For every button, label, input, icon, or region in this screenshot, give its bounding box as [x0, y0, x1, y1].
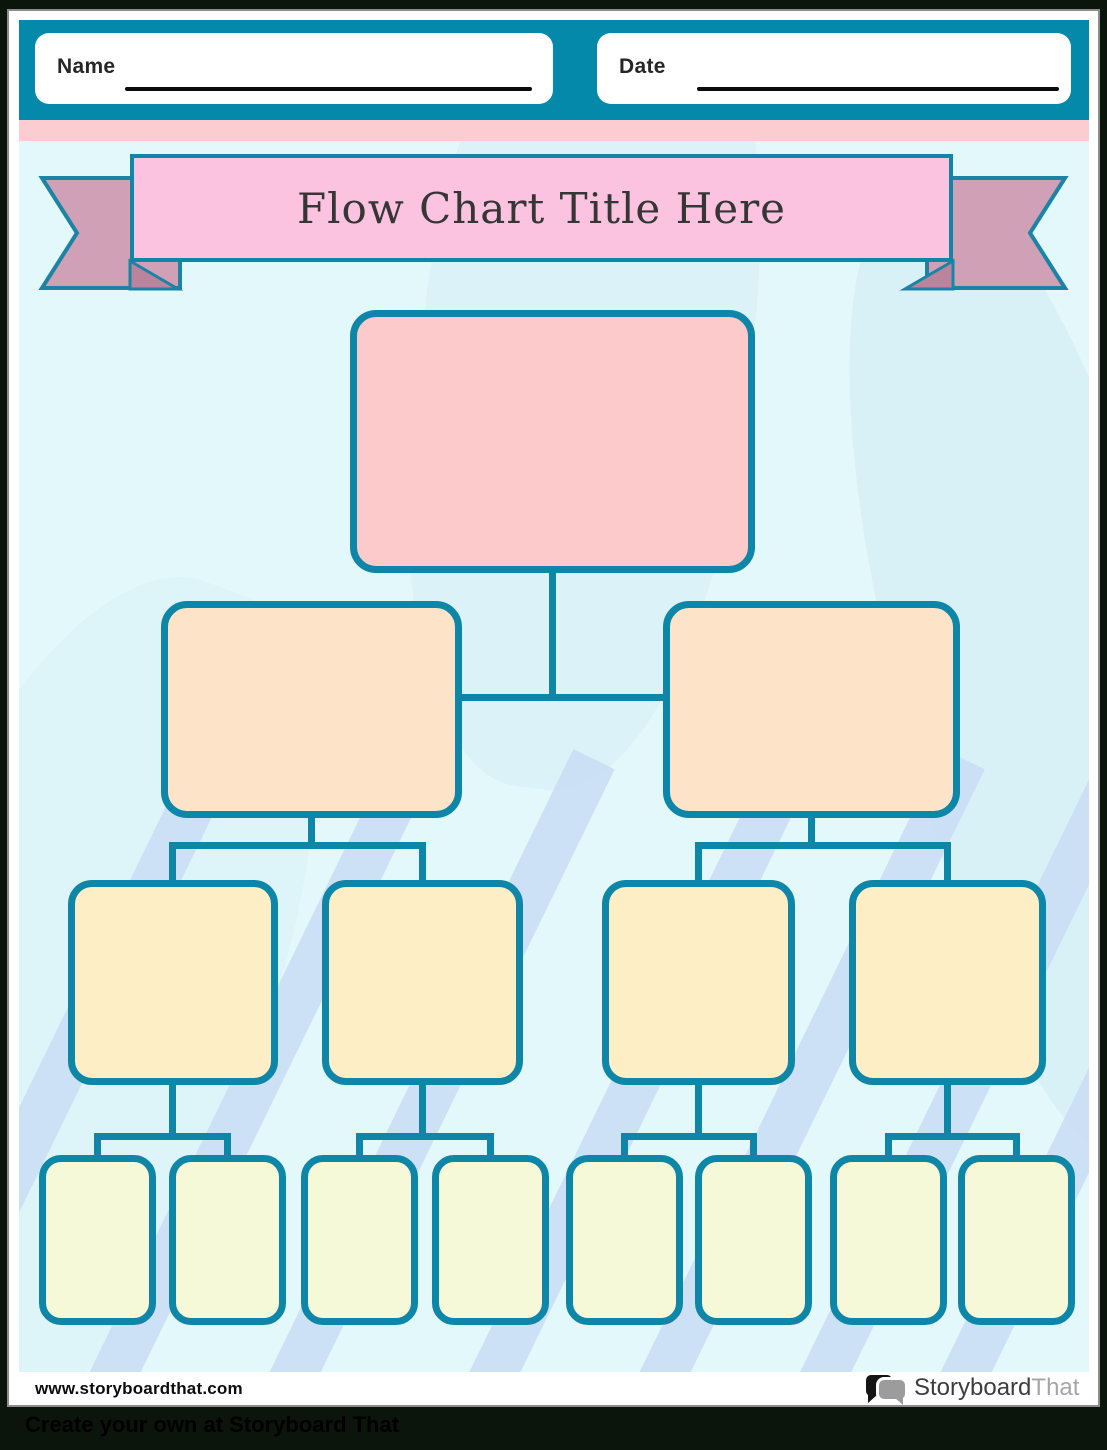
- page-footer: www.storyboardthat.com StoryboardThat: [19, 1372, 1089, 1405]
- connector-line: [94, 1133, 101, 1155]
- flow-node-level4-1[interactable]: [39, 1155, 156, 1325]
- name-input-line[interactable]: [125, 87, 532, 91]
- connector-line: [885, 1133, 1020, 1140]
- name-label: Name: [57, 55, 116, 78]
- connector-line: [808, 818, 815, 849]
- flow-node-level3-1[interactable]: [68, 880, 278, 1085]
- date-input-line[interactable]: [697, 87, 1059, 91]
- speech-bubble-icon: [879, 1380, 905, 1405]
- connector-line: [695, 842, 702, 880]
- header-bar: Name Date: [19, 20, 1089, 120]
- connector-line: [621, 1133, 628, 1155]
- flow-node-level4-4[interactable]: [432, 1155, 549, 1325]
- connector-line: [94, 1133, 231, 1140]
- flow-node-level4-3[interactable]: [301, 1155, 418, 1325]
- connector-line: [944, 1085, 951, 1140]
- worksheet-page: Name Date: [7, 9, 1100, 1407]
- flow-node-level2-right[interactable]: [663, 601, 960, 818]
- flow-node-level4-7[interactable]: [830, 1155, 947, 1325]
- flow-node-level3-2[interactable]: [322, 880, 523, 1085]
- connector-line: [419, 1085, 426, 1140]
- connector-line: [695, 842, 951, 849]
- connector-line: [169, 842, 426, 849]
- flowchart-area: Flow Chart Title Here: [19, 141, 1089, 1372]
- ribbon-right-tail: [925, 176, 1069, 290]
- connector-line: [356, 1133, 363, 1155]
- logo-text-secondary: That: [1031, 1374, 1080, 1401]
- connector-line: [419, 842, 426, 880]
- flow-node-level1[interactable]: [350, 310, 755, 573]
- connector-line: [695, 1085, 702, 1140]
- connector-line: [169, 1085, 176, 1140]
- website-url: www.storyboardthat.com: [35, 1378, 243, 1398]
- flow-node-level3-4[interactable]: [849, 880, 1046, 1085]
- connector-line: [487, 1133, 494, 1155]
- flowchart-title: Flow Chart Title Here: [296, 183, 787, 233]
- logo-text: StoryboardThat: [914, 1374, 1079, 1402]
- ribbon-left-fold: [128, 258, 184, 291]
- connector-line: [169, 842, 176, 880]
- date-field-box: Date: [597, 33, 1071, 104]
- flow-node-level2-left[interactable]: [161, 601, 462, 818]
- connector-line: [224, 1133, 231, 1155]
- flow-node-level4-6[interactable]: [695, 1155, 812, 1325]
- connector-line: [621, 1133, 757, 1140]
- flow-node-level3-3[interactable]: [602, 880, 795, 1085]
- flow-node-level4-5[interactable]: [566, 1155, 683, 1325]
- connector-line: [944, 842, 951, 880]
- connector-line: [356, 1133, 494, 1140]
- connector-line: [308, 818, 315, 849]
- date-label: Date: [619, 55, 666, 78]
- connector-line: [750, 1133, 757, 1155]
- connector-line: [549, 573, 556, 701]
- logo-text-primary: Storyboard: [914, 1374, 1032, 1401]
- title-banner[interactable]: Flow Chart Title Here: [130, 154, 953, 262]
- flow-node-level4-2[interactable]: [169, 1155, 286, 1325]
- flow-node-level4-8[interactable]: [958, 1155, 1075, 1325]
- decorative-pink-strip: [19, 120, 1089, 141]
- ribbon-right-fold: [899, 258, 955, 291]
- connector-line: [885, 1133, 892, 1155]
- connector-line: [1013, 1133, 1020, 1155]
- name-field-box: Name: [35, 33, 553, 104]
- connector-line: [462, 694, 663, 701]
- storyboardthat-logo: StoryboardThat: [866, 1372, 1081, 1405]
- bottom-caption: Create your own at Storyboard That: [25, 1412, 400, 1437]
